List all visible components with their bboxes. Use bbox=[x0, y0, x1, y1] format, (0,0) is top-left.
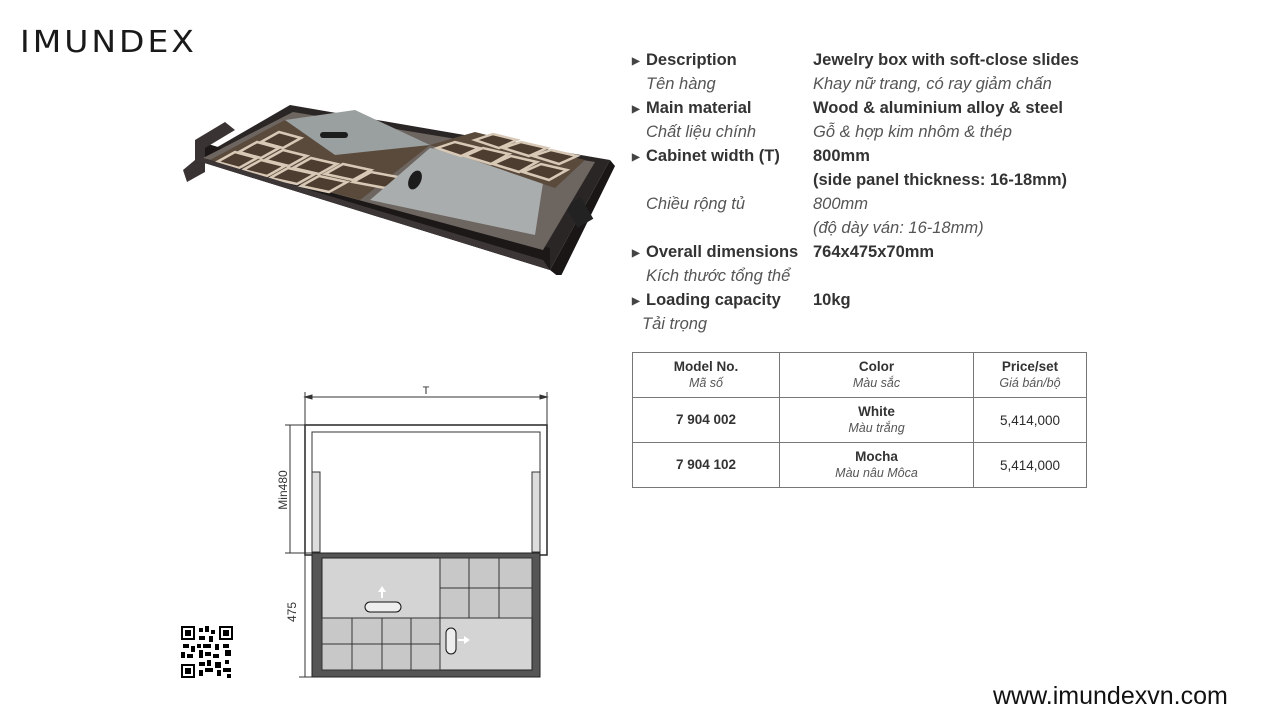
spec-value-dimensions: 764x475x70mm bbox=[813, 243, 935, 261]
qr-code[interactable] bbox=[181, 626, 233, 678]
spec-value-material-vi: Gỗ & hợp kim nhôm & thép bbox=[813, 123, 1012, 141]
drawing-min-label: Min480 bbox=[276, 470, 290, 510]
spec-label-description: ▶Description bbox=[632, 51, 737, 69]
technical-drawing: T Min480 475 bbox=[276, 385, 549, 678]
spec-label-material-vi: Chất liệu chính bbox=[646, 123, 757, 141]
spec-value-cabinet-width-note: (side panel thickness: 16-18mm) bbox=[813, 171, 1068, 189]
spec-label-description-vi: Tên hàng bbox=[646, 75, 716, 93]
drawing-width-label: T bbox=[423, 385, 430, 397]
spec-label-capacity: ▶Loading capacity bbox=[632, 291, 781, 309]
cell-model: 7 904 002 bbox=[632, 397, 780, 443]
website-url[interactable]: www.imundexvn.com bbox=[993, 682, 1228, 710]
spec-label-cabinet-width-vi: Chiều rộng tủ bbox=[646, 195, 746, 213]
cell-price: 5,414,000 bbox=[973, 442, 1087, 488]
cell-price: 5,414,000 bbox=[973, 397, 1087, 443]
spec-label-dimensions: ▶Overall dimensions bbox=[632, 243, 799, 261]
spec-value-capacity: 10kg bbox=[813, 291, 851, 309]
header-model: Model No.Mã số bbox=[632, 352, 780, 398]
spec-label-cabinet-width: ▶Cabinet width (T) bbox=[632, 147, 780, 165]
spec-value-description: Jewelry box with soft-close slides bbox=[813, 51, 1079, 69]
spec-value-cabinet-width-vi: 800mm bbox=[813, 195, 869, 213]
spec-value-material: Wood & aluminium alloy & steel bbox=[813, 99, 1063, 117]
spec-value-cabinet-width-note-vi: (độ dày ván: 16-18mm) bbox=[813, 219, 984, 237]
product-photo bbox=[183, 105, 615, 275]
cell-model: 7 904 102 bbox=[632, 442, 780, 488]
spec-value-cabinet-width: 800mm bbox=[813, 147, 870, 165]
brand-logo: IMUNDEX bbox=[20, 23, 197, 60]
spec-label-material: ▶Main material bbox=[632, 99, 752, 117]
drawing-depth-label: 475 bbox=[285, 602, 299, 622]
spec-label-dimensions-vi: Kích thước tổng thể bbox=[646, 267, 791, 285]
spec-label-capacity-vi: Tải trọng bbox=[642, 315, 708, 333]
spec-value-description-vi: Khay nữ trang, có ray giảm chấn bbox=[813, 75, 1052, 93]
